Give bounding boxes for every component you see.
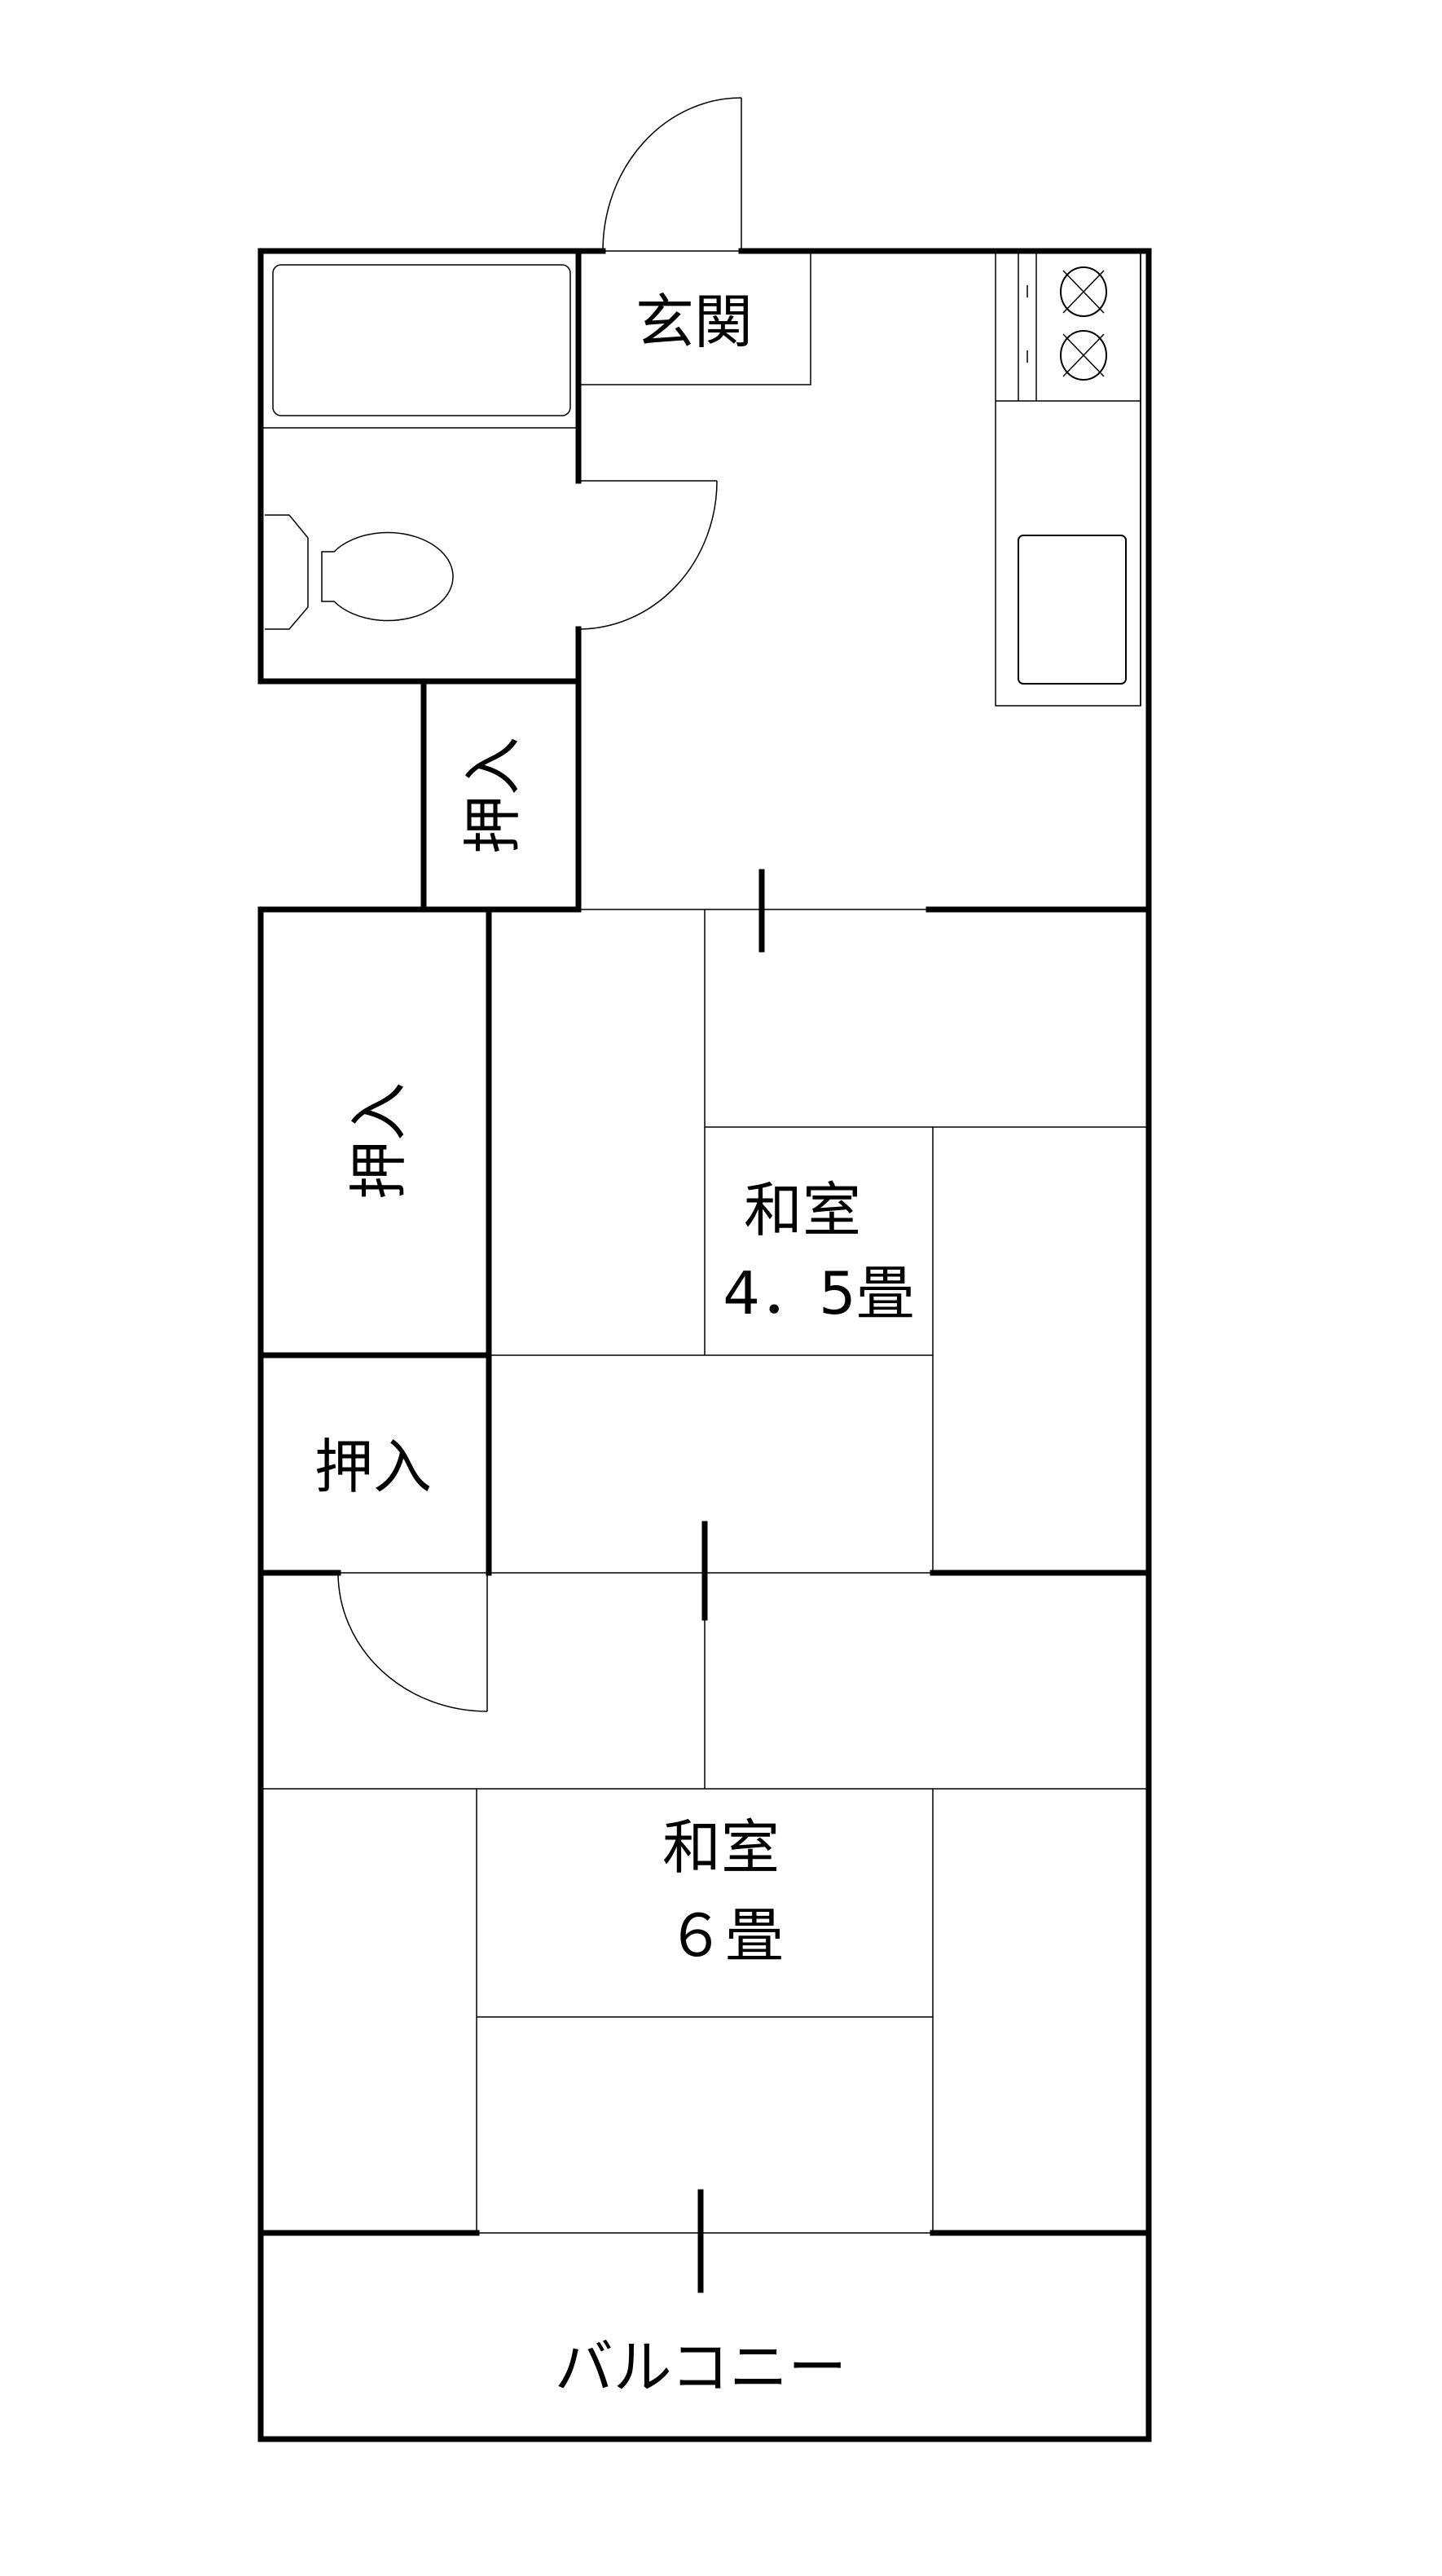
closet-label: 押入 xyxy=(459,737,527,854)
bathtub xyxy=(272,264,571,416)
tatami-lines-room-2 xyxy=(261,1573,1149,2233)
bath-toilet xyxy=(257,248,582,913)
entrance-label: 玄関 xyxy=(635,288,753,356)
closet-label: 押入 xyxy=(345,1082,413,1200)
balcony-label: バルコニー xyxy=(555,2333,847,2402)
toilet-icon xyxy=(265,514,454,630)
sink xyxy=(1018,535,1127,685)
room-size: 4．5畳 xyxy=(723,1259,915,1328)
tatami-lines-room-1 xyxy=(489,909,1149,1573)
closet-label: 押入 xyxy=(314,1433,432,1501)
stove-burner-icon xyxy=(1060,330,1107,381)
bathroom-door xyxy=(578,480,718,630)
entrance-area xyxy=(578,250,811,385)
entrance-door xyxy=(602,97,742,252)
room-name: 和室 xyxy=(744,1176,861,1244)
room-door xyxy=(337,1572,488,1712)
kitchen-counter xyxy=(995,250,1141,707)
stove-burner-icon xyxy=(1060,266,1107,317)
room-size: ６畳 xyxy=(666,1901,784,1970)
room-name: 和室 xyxy=(662,1813,780,1882)
